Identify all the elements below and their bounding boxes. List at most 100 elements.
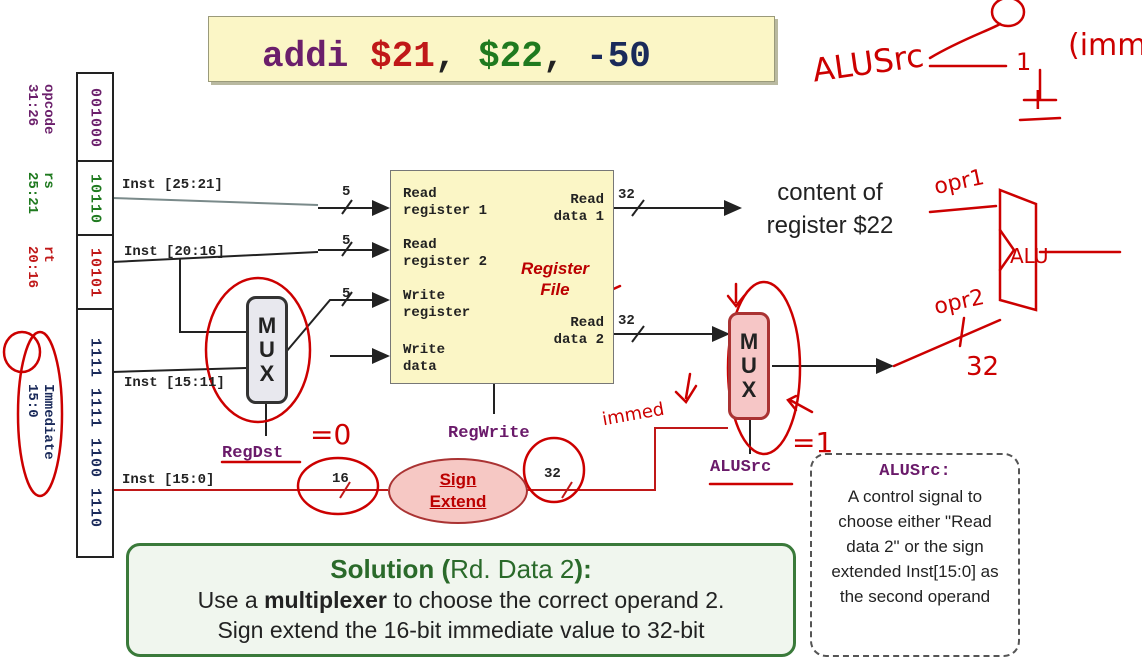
alusrc-note: ALUSrc: A control signal to choose eithe… [810,453,1020,657]
label-width-16: 16 [332,471,349,487]
wire-rt-to-mux [179,258,246,333]
hand-opr1-line [928,204,998,214]
hand-arrow-down [726,282,746,309]
rf-read-reg2: Read register 2 [403,237,488,270]
solution-line2-b: multiplexer [264,587,387,613]
label-inst-15-11: Inst [15:11] [124,375,225,391]
wire-inst-20-16 [111,251,319,263]
rs-range: 25:21 [24,172,40,215]
label-width-5b: 5 [342,233,351,249]
label-inst-15-0: Inst [15:0] [122,472,215,488]
rs-bits: 10110 [86,173,104,224]
regdst-label: RegDst [222,444,284,463]
content-of-line2: register $22 [766,212,894,239]
sign-extend-line1: Sign [439,470,477,489]
mux1-m: M [257,313,277,338]
alusrc-mux: M U X [728,312,770,420]
label-width-32a: 32 [618,187,635,203]
wire-mux-to-writereg [285,292,390,353]
hand-arrow-alusrc [786,394,814,414]
instr-imm: -50 [586,36,651,77]
opcode-range: 31:26 [24,84,40,127]
wire-inst-15-11 [111,367,247,373]
rt-range: 20:16 [24,246,40,289]
regdst-mux: M U X [246,296,288,404]
hand-alu-box [998,188,1038,312]
opcode-bits: 001000 [86,87,104,148]
rt-label: rt 20:16 [24,246,56,288]
sign-extend-line2: Extend [429,492,487,511]
mux1-u: U [259,337,275,362]
instr-sep2: , [542,36,565,77]
hand-alu-notch [998,228,1016,272]
label-width-5a: 5 [342,184,351,200]
rf-write-data: Write data [403,342,446,375]
solution-title-b: Rd. Data 2 [450,554,575,584]
wire-signext-to-mux [524,427,728,491]
alusrc-label: ALUSrc [710,458,772,477]
hand-zero-circle [990,0,1026,28]
tick-5a [341,199,353,215]
immediate-label: Immediate 15:0 [24,384,56,460]
tick-32a [631,199,645,217]
mux2-m: M [739,329,759,354]
circle-immediate [16,330,64,498]
note-body: A control signal to choose either "Read … [831,487,999,606]
rt-bits: 10101 [86,247,104,298]
immediate-range: 15:0 [24,384,40,418]
label-width-5c: 5 [342,286,351,302]
hand-alu: ALU [1010,244,1049,268]
hand-regdst-eq: =0 [310,418,352,451]
mux2-x: X [741,377,757,402]
rs-label: rs 25:21 [24,172,56,214]
hand-i-mark [1018,68,1062,122]
rf-read-data1: Read data 1 [553,192,604,225]
solution-line2: Use a multiplexer to choose the correct … [129,585,793,615]
solution-title-c: ): [574,554,592,584]
label-inst-25-21: Inst [25:21] [122,177,223,193]
sign-extend-unit: Sign Extend [388,458,528,524]
hand-one: 1 [1016,48,1032,76]
instruction-text: addi $21, $22, -50 [262,36,651,77]
field-rt-bits: 10101 [76,234,114,312]
hand-i: I [1034,86,1042,116]
mux1-x: X [259,361,275,386]
instr-op: addi [262,36,349,77]
register-file [390,170,614,384]
regwrite-label: RegWrite [448,424,530,443]
rf-read-reg1: Read register 1 [403,186,488,219]
solution-line2-a: Use a [197,587,265,613]
field-opcode-bits: 001000 [76,72,114,164]
hand-line-zero [928,22,1002,60]
content-of-register: content of register $22 [744,176,916,242]
instruction-box [208,16,775,82]
hand-32: 32 [966,352,1000,382]
hand-alusrc-eq: =1 [792,426,834,459]
rs-name: rs [40,172,56,189]
tick-5c [341,291,353,307]
circle-small [2,330,42,374]
rf-write-reg: Write register [403,288,471,321]
field-immediate-bits: 1111 1111 1100 1110 [76,308,114,558]
opcode-label: opcode 31:26 [24,84,56,134]
hand-opr2-line [892,318,1002,368]
hand-arrow-mux [674,372,698,404]
hand-imm: (imm [1068,28,1142,63]
instr-sep1: , [434,36,457,77]
circle-mux1 [204,276,312,424]
label-width-32c: 32 [544,466,561,482]
solution-box: Solution (Rd. Data 2): Use a multiplexer… [126,543,796,657]
instr-rd: $21 [370,36,435,77]
field-rs-bits: 10110 [76,160,114,238]
solution-line3: Sign extend the 16-bit immediate value t… [217,617,705,643]
content-of-line1: content of [777,179,883,206]
register-file-title: Register File [520,259,590,299]
note-title: ALUSrc: [879,462,951,481]
solution-title-a: Solution ( [330,554,451,584]
hand-32-tick [958,316,966,348]
immediate-bits: 1111 1111 1100 1110 [86,337,104,529]
label-width-32b: 32 [618,313,635,329]
rt-name: rt [40,246,56,263]
immediate-name: Immediate [40,384,56,460]
rf-read-data2: Read data 2 [553,315,604,348]
